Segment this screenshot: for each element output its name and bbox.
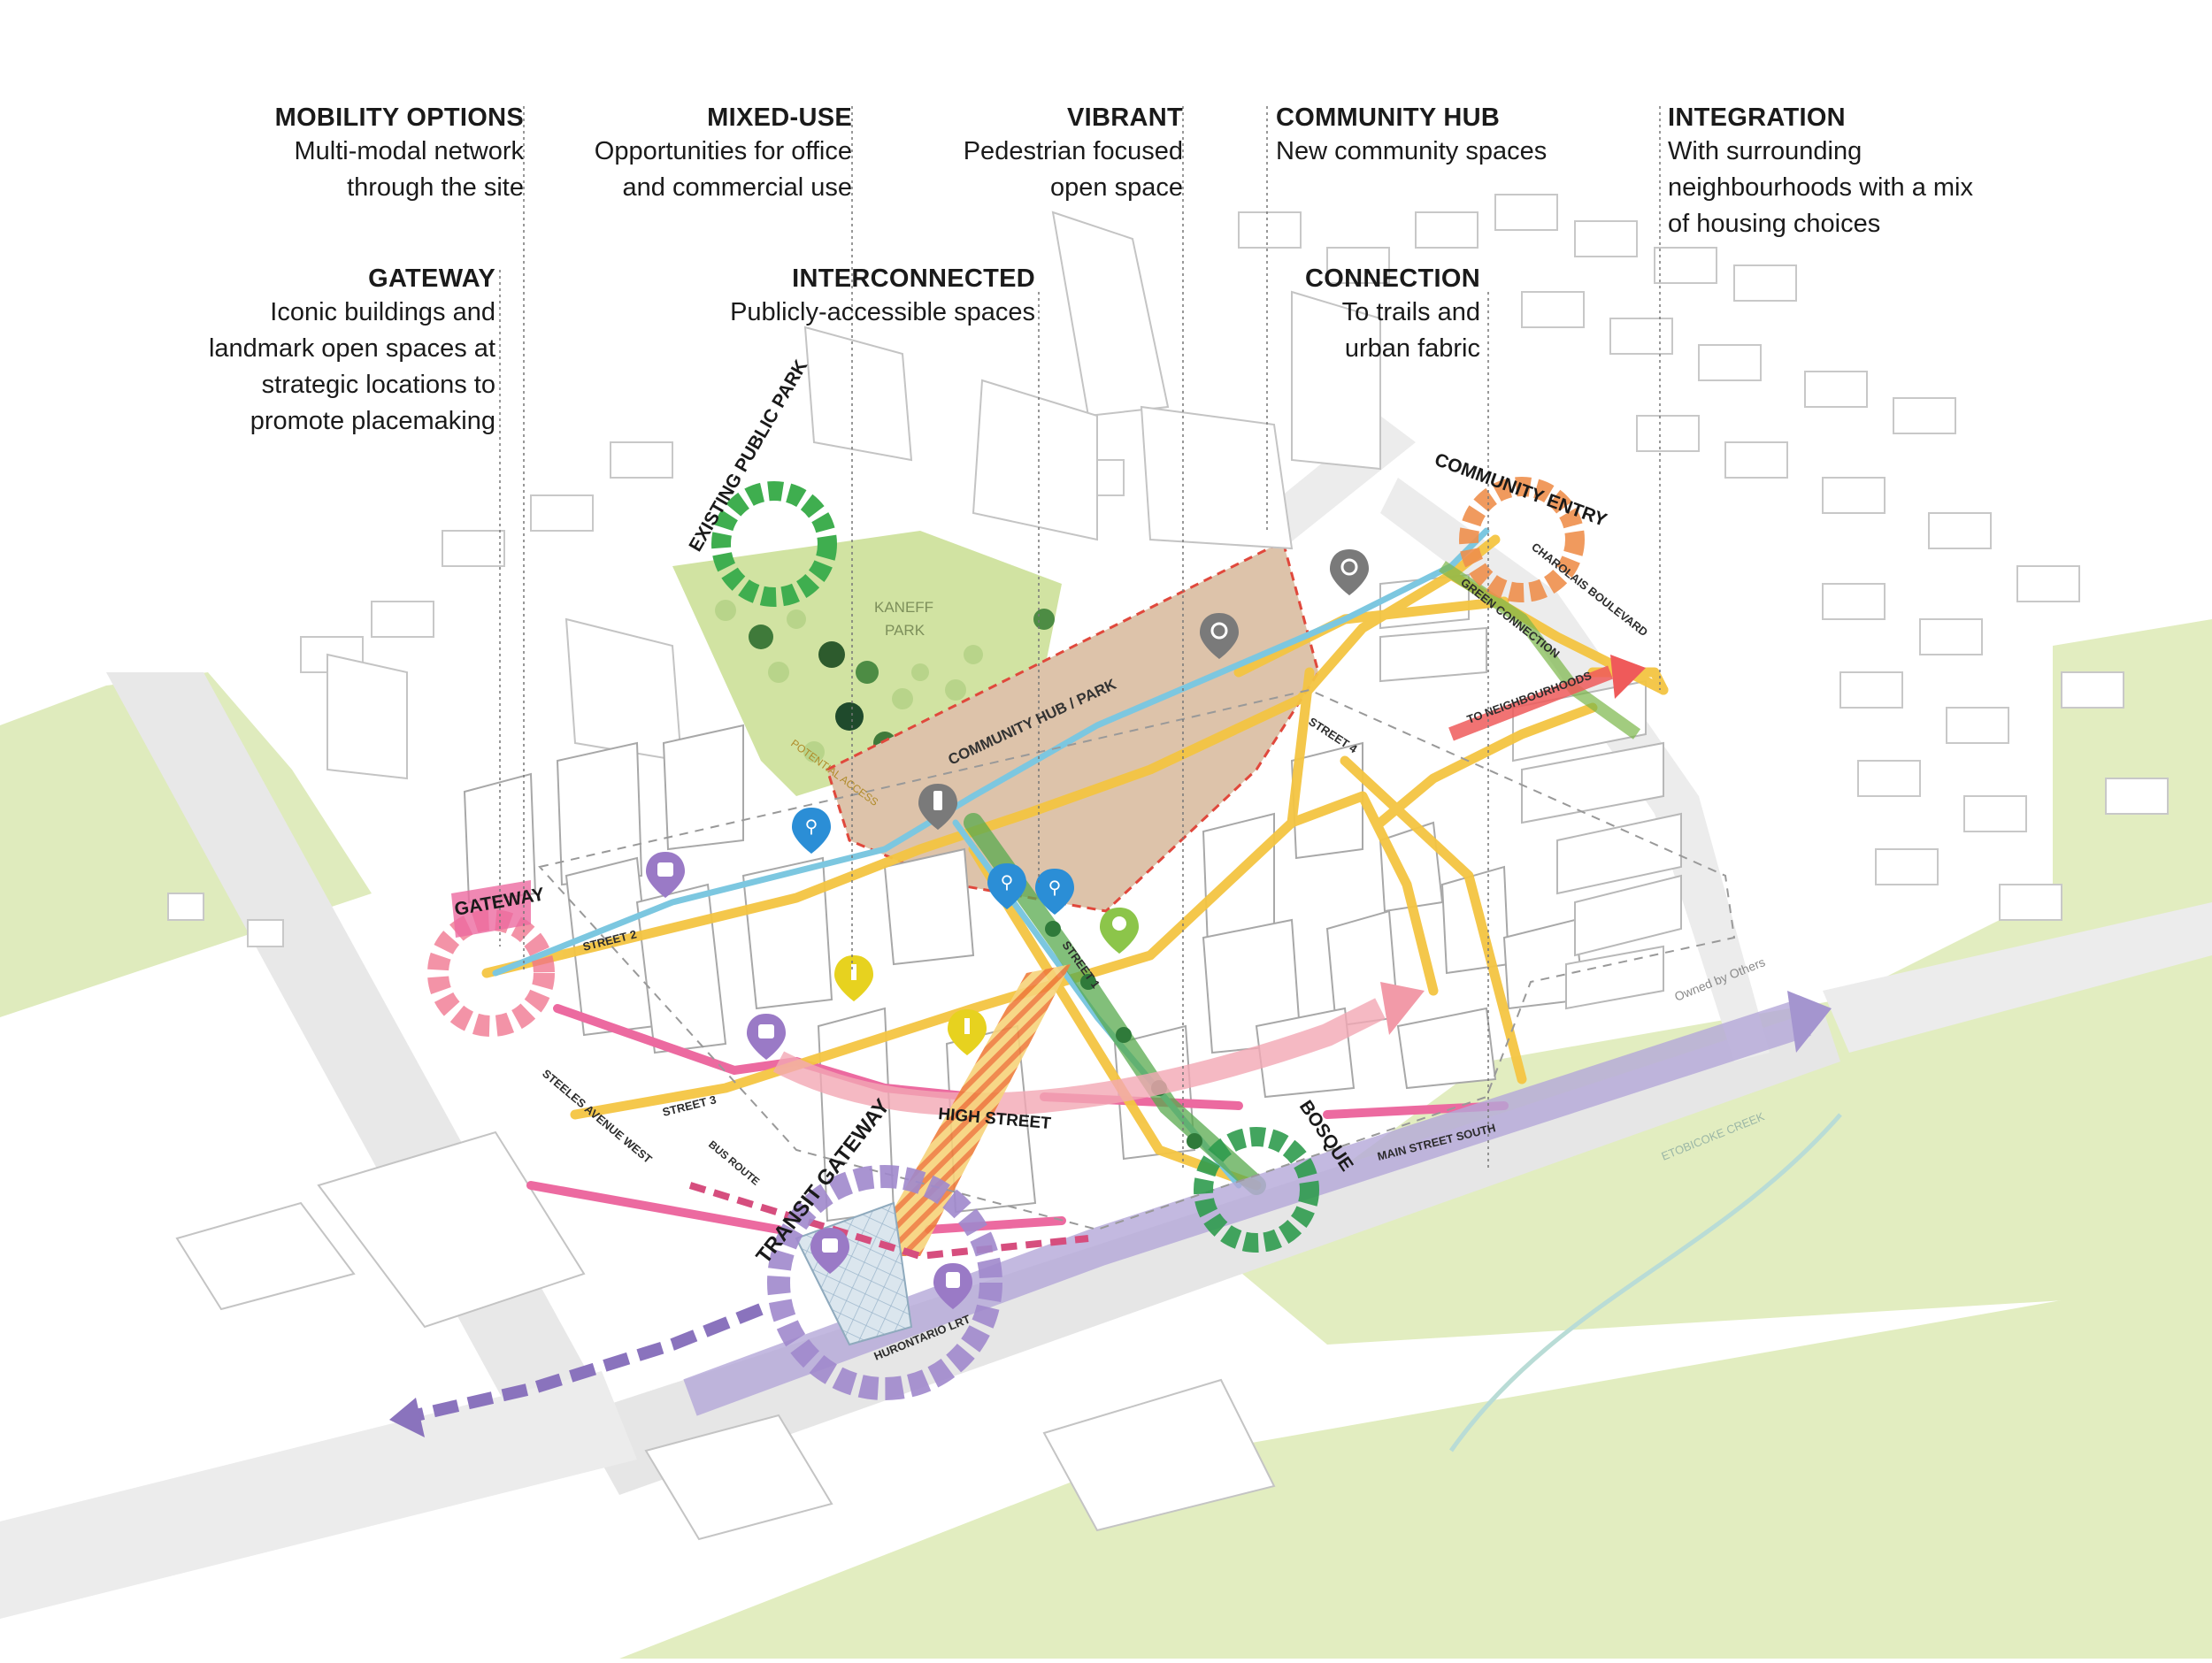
bike-icon: ⚲	[792, 808, 831, 854]
callout-line: and commercial use	[622, 173, 853, 202]
callout-mobility-options: MOBILITY OPTIONS Multi-modal network thr…	[221, 102, 524, 206]
train-icon	[933, 1263, 972, 1309]
svg-text:⚲: ⚲	[1048, 878, 1062, 898]
kaneff-park-label-1: KANEFF	[874, 599, 933, 616]
callout-line: strategic locations to	[261, 371, 495, 399]
callout-line: of housing choices	[1668, 210, 1881, 238]
steeles-avenue-west-label: STEELES AVENUE WEST	[540, 1067, 655, 1166]
bosque-hub-ring	[1194, 1127, 1319, 1253]
south-road	[0, 1371, 637, 1619]
callout-integration: INTEGRATION With surrounding neighbourho…	[1668, 102, 2039, 242]
turn-arrow-icon	[1330, 549, 1369, 595]
hurontario-road	[575, 1008, 1840, 1495]
callout-title: CONNECTION	[1305, 264, 1480, 293]
site-boundary	[538, 688, 1736, 1231]
callout-interconnected: INTERCONNECTED Publicly-accessible space…	[690, 263, 1035, 331]
traffic-light-icon	[918, 784, 957, 830]
park-trees	[715, 600, 1055, 763]
bus-route-path	[688, 1182, 1089, 1261]
callout-community-hub: COMMUNITY HUB New community spaces	[1276, 102, 1594, 170]
creek-line	[1448, 1113, 1842, 1452]
bus-icon	[810, 1228, 849, 1274]
charolais-road	[1380, 478, 1770, 1061]
callout-line: Opportunities for office	[594, 137, 852, 165]
svg-text:⚲: ⚲	[805, 817, 818, 837]
callout-line: With surrounding	[1668, 137, 1863, 165]
callout-gateway: GATEWAY Iconic buildings and landmark op…	[173, 263, 495, 440]
transit-gateway-hub-ring	[767, 1165, 1002, 1400]
existing-public-park-label: EXISTING PUBLIC PARK	[685, 356, 811, 555]
svg-text:⚲: ⚲	[1001, 873, 1014, 893]
bus-route-label: BUS ROUTE	[706, 1138, 762, 1188]
callout-mixed-use: MIXED-USE Opportunities for office and c…	[542, 102, 852, 206]
neighbourhood-houses	[167, 194, 2169, 947]
lrt-dashed-west	[414, 1303, 764, 1422]
callout-title: INTEGRATION	[1668, 103, 1846, 132]
kaneff-park-label-2: PARK	[885, 622, 926, 639]
green-connection-strip	[1439, 561, 1641, 740]
callout-line: Pedestrian focused	[963, 137, 1183, 165]
callout-line: To trails and	[1341, 298, 1480, 326]
turn-arrow-icon	[1200, 613, 1239, 659]
surrounding-towers	[175, 211, 1381, 1541]
tree-icon	[1100, 908, 1139, 954]
lrt-arrowhead-west	[389, 1398, 425, 1437]
callout-line: neighbourhoods with a mix	[1668, 173, 1973, 202]
callout-title: GATEWAY	[368, 264, 495, 293]
callout-title: INTERCONNECTED	[792, 264, 1035, 293]
bus-icon	[747, 1014, 786, 1060]
bus-icon	[646, 852, 685, 898]
bike-icon: ⚲	[987, 863, 1026, 909]
callout-line: through the site	[347, 173, 524, 202]
pedestrian-icon	[834, 955, 873, 1001]
community-entry-label: COMMUNITY ENTRY	[1432, 449, 1609, 531]
high-street-arrowhead	[1380, 982, 1425, 1035]
hurontario-lrt-corridor	[683, 999, 1811, 1416]
callout-line: Publicly-accessible spaces	[730, 298, 1035, 326]
high-street-arrow	[772, 998, 1386, 1116]
to-neighbourhoods-arrowhead	[1610, 655, 1646, 699]
community-entry-hub-ring	[1459, 477, 1585, 602]
callout-line: Iconic buildings and	[270, 298, 495, 326]
callout-connection: CONNECTION To trails and urban fabric	[1256, 263, 1480, 367]
existing-park-hub-ring	[711, 481, 837, 607]
west-green-space	[0, 672, 372, 1017]
callout-leaders	[499, 106, 1661, 1168]
bike-icon: ⚲	[1035, 869, 1074, 915]
gateway-hub-ring	[427, 909, 555, 1037]
callout-line: landmark open spaces at	[208, 334, 495, 363]
lrt-arrowhead-east	[1787, 991, 1832, 1053]
to-neighbourhoods-arrow	[1448, 665, 1613, 741]
east-road	[1823, 902, 2212, 1053]
gateway-pink-block	[451, 880, 531, 938]
callout-vibrant: VIBRANT Pedestrian focused open space	[909, 102, 1183, 206]
callout-line: promote placemaking	[250, 407, 495, 435]
pedestrian-icon	[948, 1009, 987, 1055]
callout-title: MOBILITY OPTIONS	[274, 103, 524, 132]
callout-line: New community spaces	[1276, 137, 1548, 165]
southeast-green-space	[619, 1274, 2212, 1659]
callout-line: Multi-modal network	[294, 137, 524, 165]
callout-title: VIBRANT	[1067, 103, 1183, 132]
callout-line: urban fabric	[1344, 334, 1480, 363]
callout-title: MIXED-USE	[707, 103, 852, 132]
callout-line: open space	[1050, 173, 1183, 202]
callout-title: COMMUNITY HUB	[1276, 103, 1501, 132]
community-hub-park	[826, 539, 1320, 913]
